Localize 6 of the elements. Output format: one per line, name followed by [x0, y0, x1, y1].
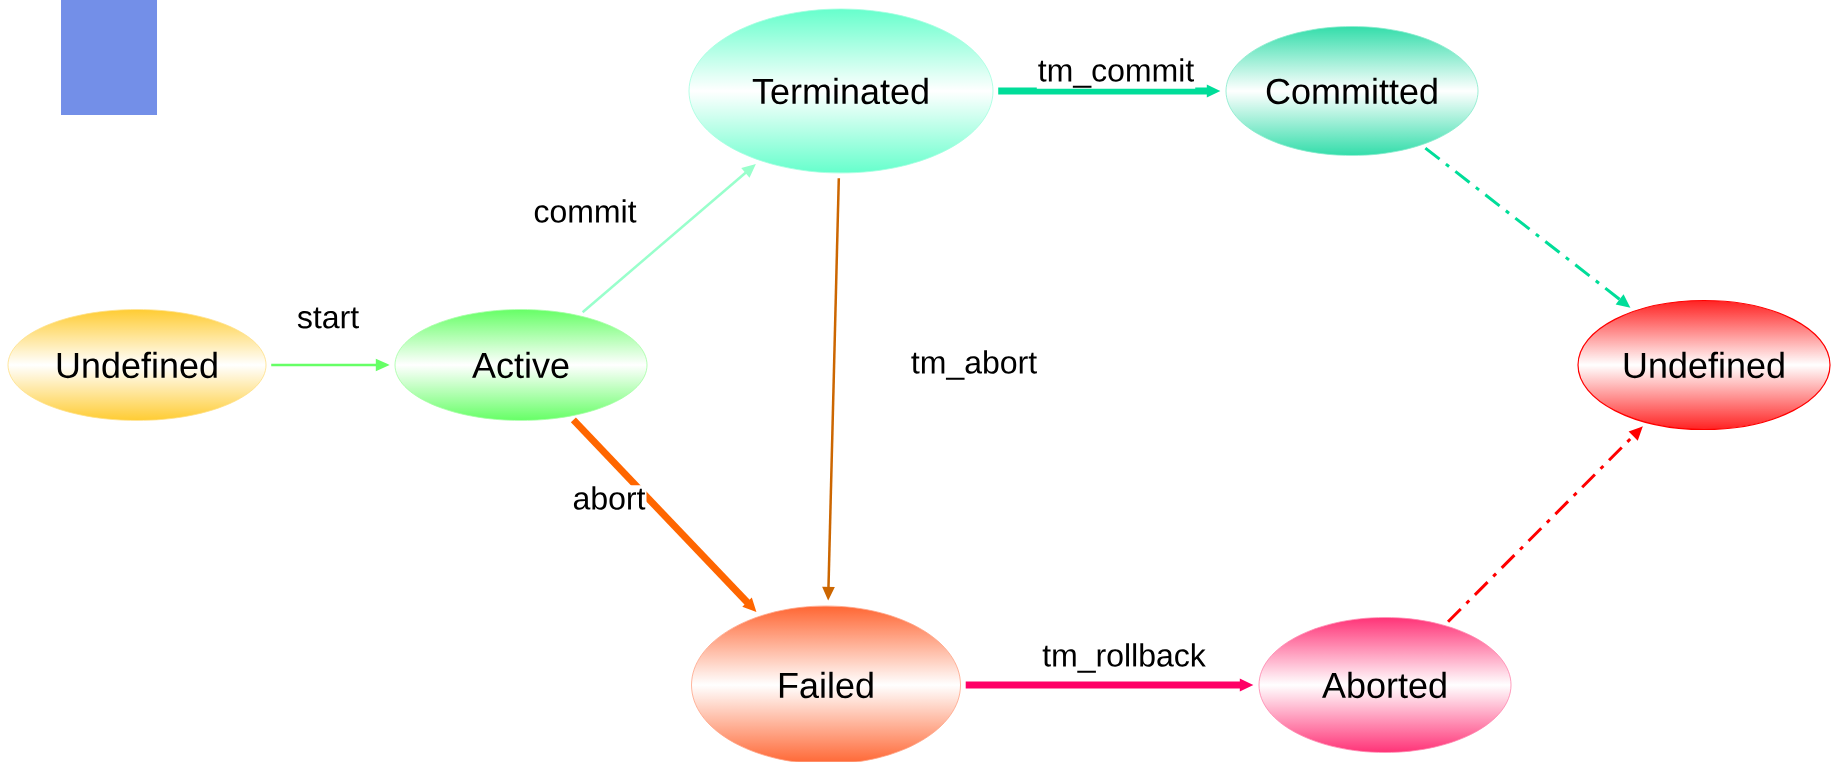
edge-label: tm_commit — [1036, 57, 1196, 89]
edge-label: abort — [571, 485, 647, 511]
edge-label: tm_abort — [909, 349, 1039, 381]
edge-label: tm_rollback — [1041, 642, 1207, 674]
edge-label: start — [295, 306, 361, 330]
edge-label: commit — [532, 198, 638, 224]
